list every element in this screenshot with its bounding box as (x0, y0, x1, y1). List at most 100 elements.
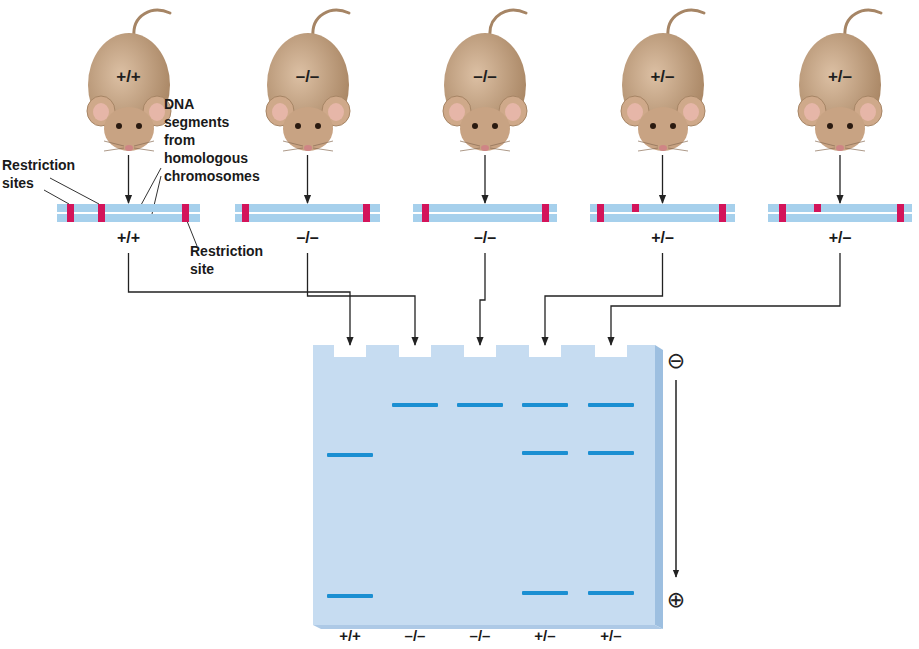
restriction-site (719, 204, 726, 222)
mouse-node: +/– (608, 5, 718, 155)
arrow-connector (128, 155, 129, 203)
dna-band-gel (522, 403, 568, 407)
mouse-eye (136, 123, 142, 129)
mouse-whisker (638, 148, 658, 151)
genotype-label: +/– (515, 627, 575, 645)
mouse-node: –/– (253, 5, 363, 155)
gel-slab (313, 345, 663, 627)
dna-strand (235, 204, 380, 212)
mouse-ear-inner (804, 103, 820, 121)
arrow-connector (484, 155, 485, 203)
mouse-head (638, 107, 688, 151)
restriction-site (542, 204, 549, 222)
mouse-head (283, 107, 333, 151)
restriction-site (814, 204, 821, 212)
callout-label: Restriction sites (2, 156, 74, 192)
mouse-whisker (460, 141, 480, 146)
restriction-site (597, 204, 604, 222)
mouse-tail (845, 10, 881, 37)
arrow-connector (545, 253, 663, 345)
mouse-nose (304, 145, 312, 151)
genotype-label: –/– (385, 627, 445, 645)
dna-band (413, 203, 557, 223)
arrow-connector (611, 253, 840, 345)
polarity-sign: ⊕ (661, 587, 691, 613)
mouse-ear-inner (328, 103, 344, 121)
mouse-head (815, 107, 865, 151)
dna-strand (768, 204, 912, 212)
mouse-whisker (104, 148, 124, 151)
mouse-nose (659, 145, 667, 151)
mouse-whisker (668, 148, 688, 151)
dna-band-gel (588, 591, 634, 595)
dna-strand (57, 214, 200, 222)
dna-strand (590, 204, 735, 212)
arrow-connector (662, 155, 663, 203)
genotype-label: +/+ (57, 228, 200, 248)
genotype-label: –/– (413, 228, 557, 248)
mouse-whisker (283, 141, 303, 146)
migration-arrow (675, 380, 677, 577)
mouse-eye (847, 123, 853, 129)
genotype-label: +/– (608, 67, 718, 87)
mouse-eye (492, 123, 498, 129)
dna-band-gel (522, 591, 568, 595)
mouse-whisker (104, 141, 124, 146)
restriction-site (632, 204, 639, 212)
genotype-label: +/– (581, 627, 641, 645)
callout-label: DNA segments from homologous chromosomes (164, 95, 256, 185)
gel-face (313, 345, 655, 625)
mouse-ear-inner (683, 103, 699, 121)
restriction-site (422, 204, 429, 222)
dna-band-gel (588, 451, 634, 455)
dna-band (235, 203, 380, 223)
restriction-site (98, 204, 105, 222)
genotype-label: –/– (253, 67, 363, 87)
mouse-whisker (845, 141, 865, 146)
dna-strand (413, 204, 557, 212)
mouse-tail (490, 10, 526, 37)
mouse-whisker (134, 148, 154, 151)
mouse-whisker (490, 141, 510, 146)
mouse-eye (650, 123, 656, 129)
mouse-ear-inner (860, 103, 876, 121)
dna-band (590, 203, 735, 223)
mouse-nose (481, 145, 489, 151)
mouse-whisker (460, 148, 480, 151)
mouse-whisker (283, 148, 303, 151)
genotype-label: +/+ (74, 67, 184, 87)
mouse-ear-inner (272, 103, 288, 121)
mouse-ear-inner (149, 103, 165, 121)
restriction-site (242, 204, 249, 222)
leader-line (50, 178, 99, 204)
mouse-node: +/– (785, 5, 895, 155)
genotype-label: +/– (590, 228, 735, 248)
mouse-tail (312, 10, 348, 37)
dna-segment: +/– (590, 203, 735, 253)
mouse-tail (133, 10, 169, 37)
mouse-ear-inner (449, 103, 465, 121)
mouse-head (104, 107, 154, 151)
gel-lane: –/– (385, 345, 445, 647)
mouse-whisker (815, 148, 835, 151)
mouse-head (460, 107, 510, 151)
gel-lane: –/– (450, 345, 510, 647)
dna-band (57, 203, 200, 223)
restriction-site (363, 204, 370, 222)
arrow-connector (307, 155, 308, 203)
callout-label: Restriction site (190, 242, 272, 278)
arrow-connector (839, 155, 840, 203)
mouse-whisker (313, 148, 333, 151)
mouse-whisker (668, 141, 688, 146)
dna-band-gel (588, 403, 634, 407)
mouse-tail (667, 10, 703, 37)
arrow-connector (129, 253, 351, 345)
gel-lane: +/+ (320, 345, 380, 647)
dna-band (768, 203, 912, 223)
dna-strand (57, 204, 200, 212)
gel-lane: +/– (581, 345, 641, 647)
mouse-whisker (490, 148, 510, 151)
mouse-ear-inner (93, 103, 109, 121)
mouse-eye (472, 123, 478, 129)
